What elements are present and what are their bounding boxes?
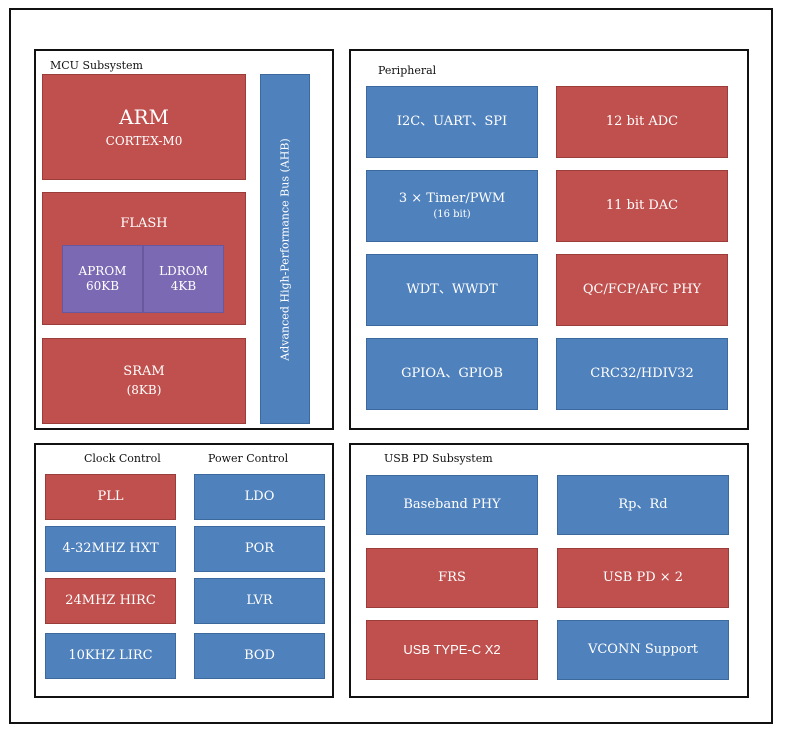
lirc-block: 10KHZ LIRC xyxy=(45,633,176,679)
ldo-block: LDO xyxy=(194,474,325,520)
wdt-wwdt-block: WDT、WWDT xyxy=(366,254,538,326)
aprom-block: APROM 60KB xyxy=(62,245,143,313)
baseband-phy-block: Baseband PHY xyxy=(366,475,538,535)
ldrom-size: 4KB xyxy=(170,279,197,293)
clock-control-title: Clock Control xyxy=(84,452,161,465)
sram-block: SRAM (8KB) xyxy=(42,338,246,424)
rp-rd-block: Rp、Rd xyxy=(557,475,729,535)
crc-hdiv-block: CRC32/HDIV32 xyxy=(556,338,728,410)
sram-size: (8KB) xyxy=(126,382,162,397)
vconn-support-block: VCONN Support xyxy=(557,620,729,680)
aprom-label: APROM xyxy=(78,264,127,278)
peripheral-title: Peripheral xyxy=(378,64,437,77)
pll-block: PLL xyxy=(45,474,176,520)
usb-type-c-block: USB TYPE-C X2 xyxy=(366,620,538,680)
ldrom-label: LDROM xyxy=(159,264,208,278)
arm-core-label: CORTEX-M0 xyxy=(105,134,183,148)
power-control-title: Power Control xyxy=(208,452,289,465)
hxt-block: 4-32MHZ HXT xyxy=(45,526,176,572)
adc-block: 12 bit ADC xyxy=(556,86,728,158)
timer-pwm-bits: (16 bit) xyxy=(433,208,471,220)
bod-block: BOD xyxy=(194,633,325,679)
ahb-bus-label: Advanced High-Performance Bus (AHB) xyxy=(278,137,292,361)
flash-label: FLASH xyxy=(120,216,168,231)
arm-cortex-block: ARM CORTEX-M0 xyxy=(42,74,246,180)
aprom-size: 60KB xyxy=(85,279,120,293)
ldrom-block: LDROM 4KB xyxy=(143,245,224,313)
ahb-bus-block: Advanced High-Performance Bus (AHB) xyxy=(260,74,310,424)
mcu-subsystem-title: MCU Subsystem xyxy=(50,59,143,72)
timer-pwm-block: 3 × Timer/PWM (16 bit) xyxy=(366,170,538,242)
por-block: POR xyxy=(194,526,325,572)
lvr-block: LVR xyxy=(194,578,325,624)
arm-label: ARM xyxy=(119,105,169,129)
qc-fcp-afc-phy-block: QC/FCP/AFC PHY xyxy=(556,254,728,326)
usb-pd-x2-block: USB PD × 2 xyxy=(557,548,729,608)
gpio-block: GPIOA、GPIOB xyxy=(366,338,538,410)
timer-pwm-label: 3 × Timer/PWM xyxy=(398,190,506,206)
sram-label: SRAM xyxy=(123,364,165,380)
usb-pd-title: USB PD Subsystem xyxy=(384,452,493,465)
hirc-block: 24MHZ HIRC xyxy=(45,578,176,624)
frs-block: FRS xyxy=(366,548,538,608)
i2c-uart-spi-block: I2C、UART、SPI xyxy=(366,86,538,158)
dac-block: 11 bit DAC xyxy=(556,170,728,242)
